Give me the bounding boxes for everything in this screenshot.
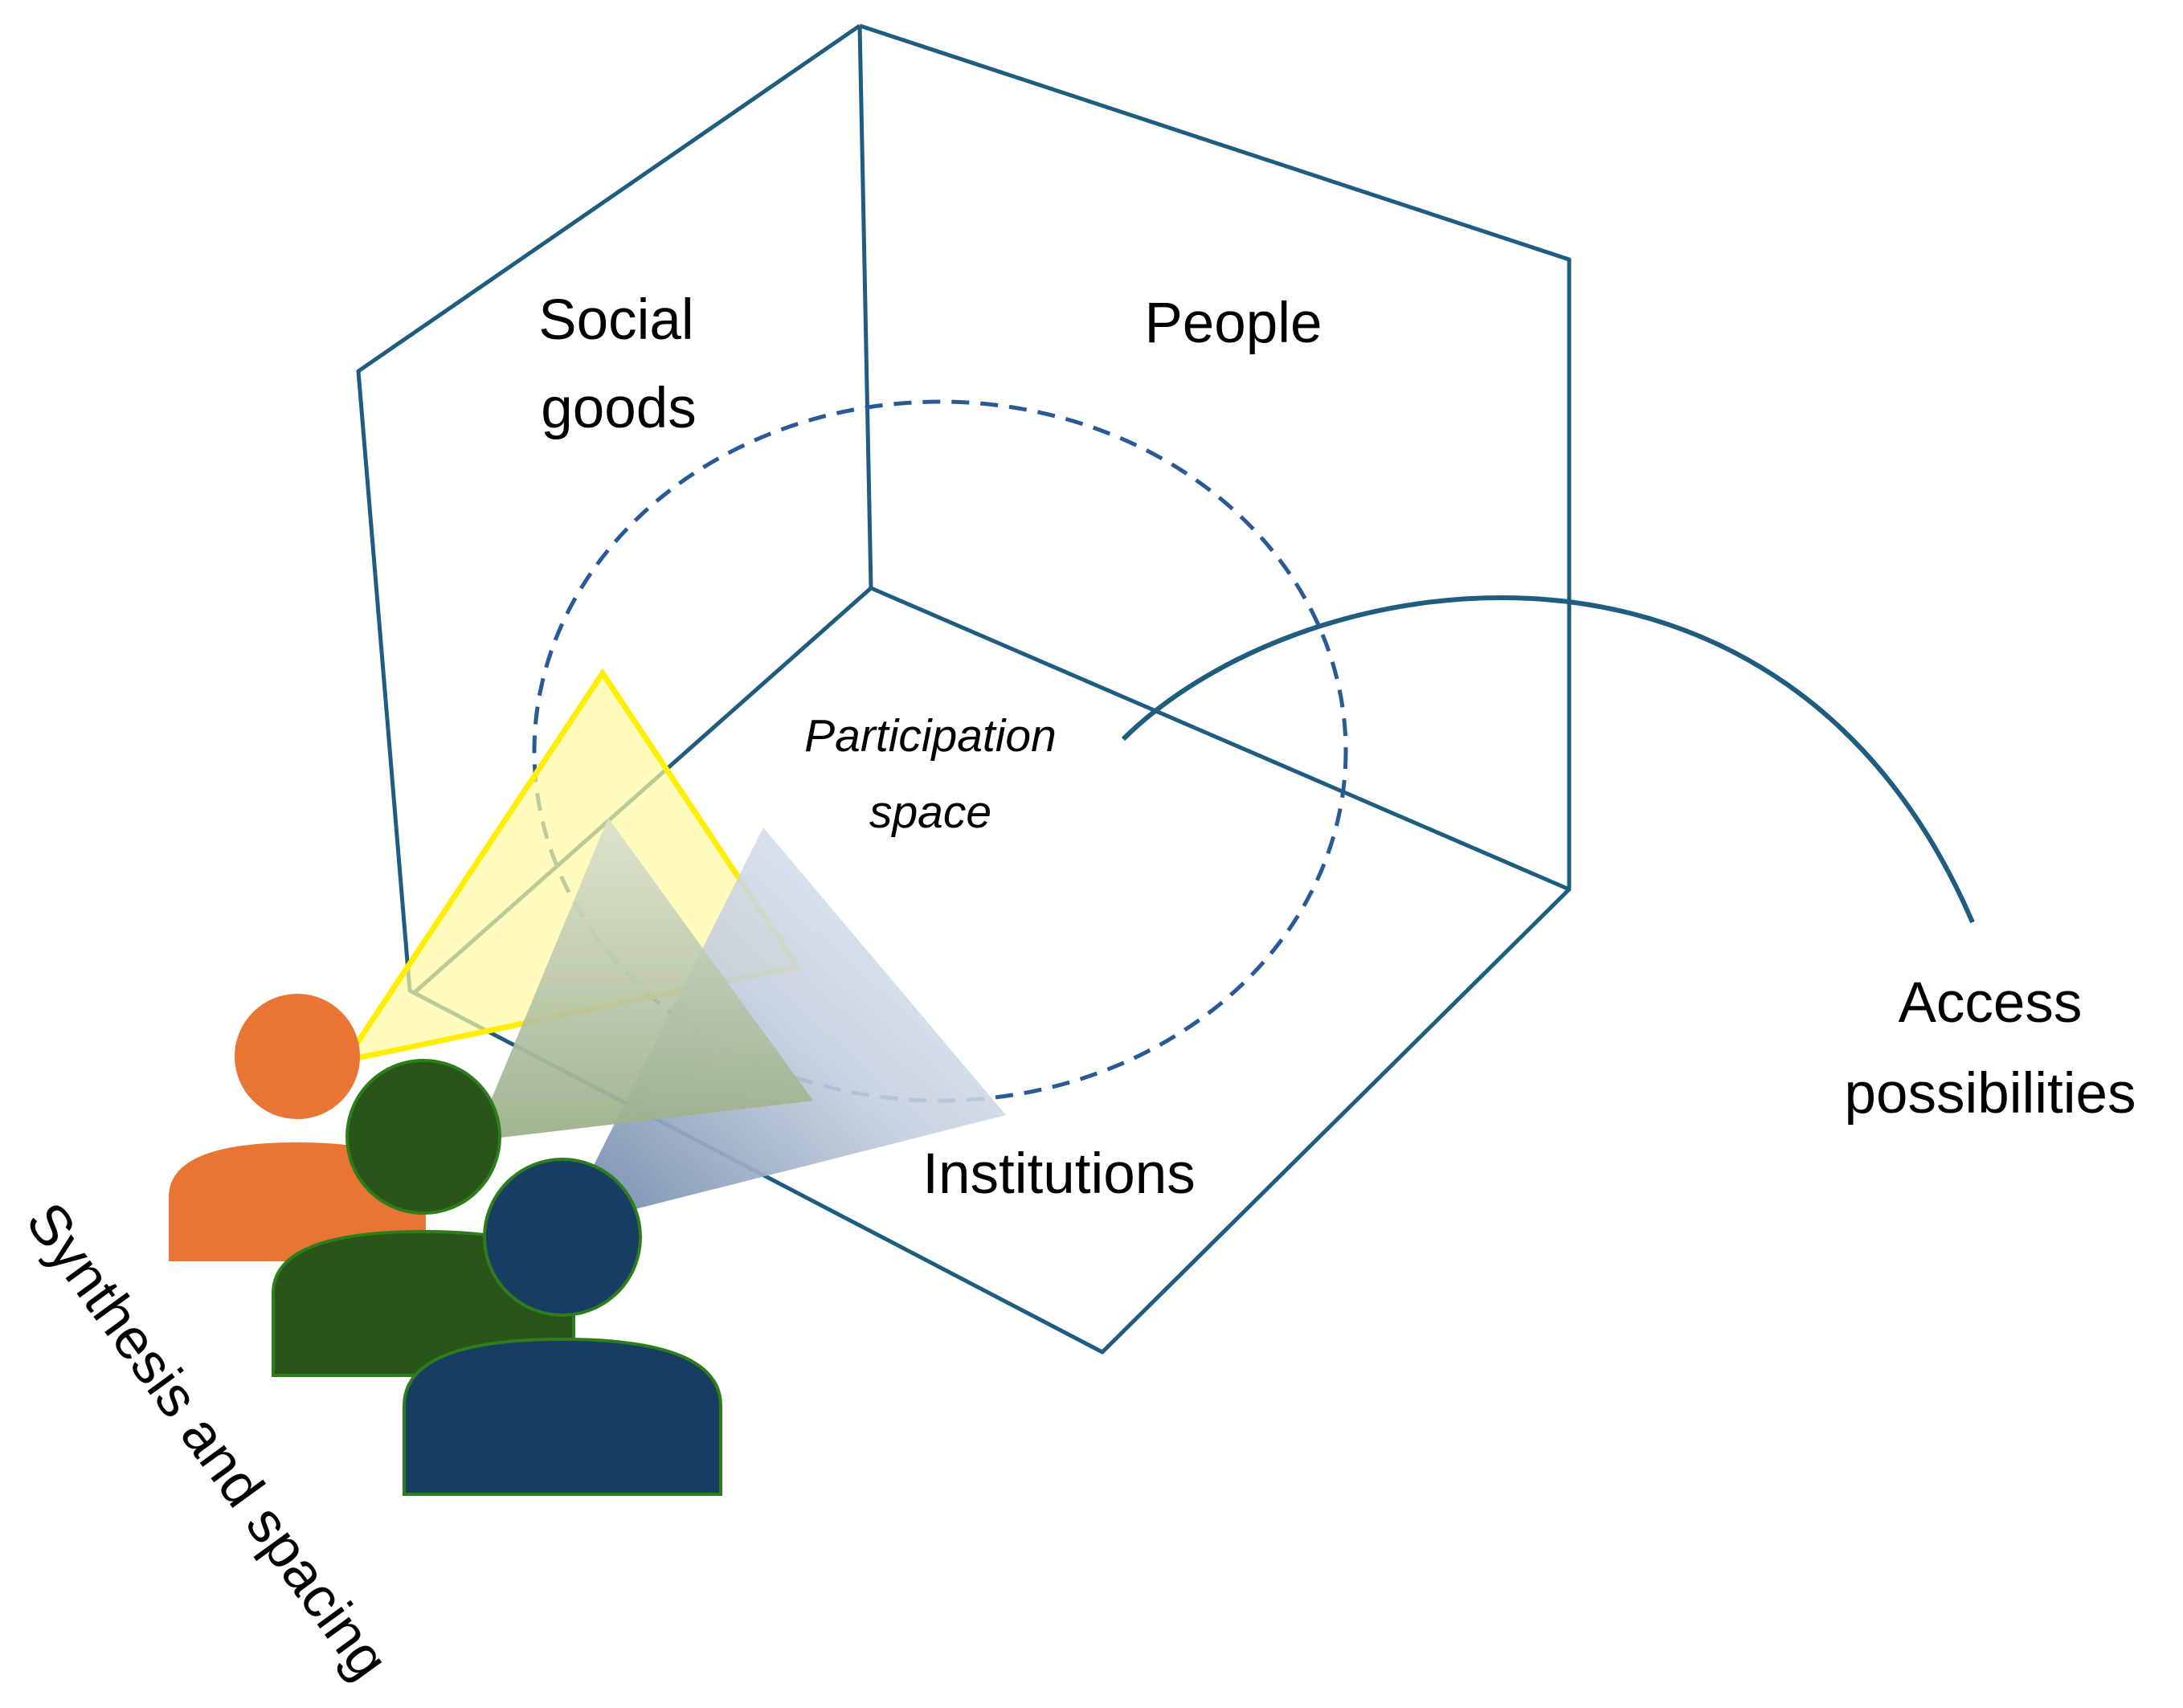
blue-view-triangle (562, 827, 1006, 1228)
person-blue-icon (403, 1158, 722, 1496)
label-social-goods-line1: Social (538, 288, 693, 352)
cube-floor-right-edge (870, 586, 1570, 892)
label-social-goods-line2: goods (541, 377, 696, 440)
cube-back-edge (857, 25, 873, 589)
label-participation-line2: space (869, 787, 991, 838)
label-access-line1: Access (1899, 971, 2083, 1035)
access-arc (1121, 595, 1975, 924)
green-view-triangle (474, 818, 813, 1141)
label-access-line2: possibilities (1844, 1062, 2136, 1126)
label-participation-line1: Participation (804, 710, 1057, 762)
label-institutions: Institutions (922, 1142, 1195, 1206)
label-people: People (1144, 292, 1322, 355)
cube-outline (356, 23, 1572, 1355)
